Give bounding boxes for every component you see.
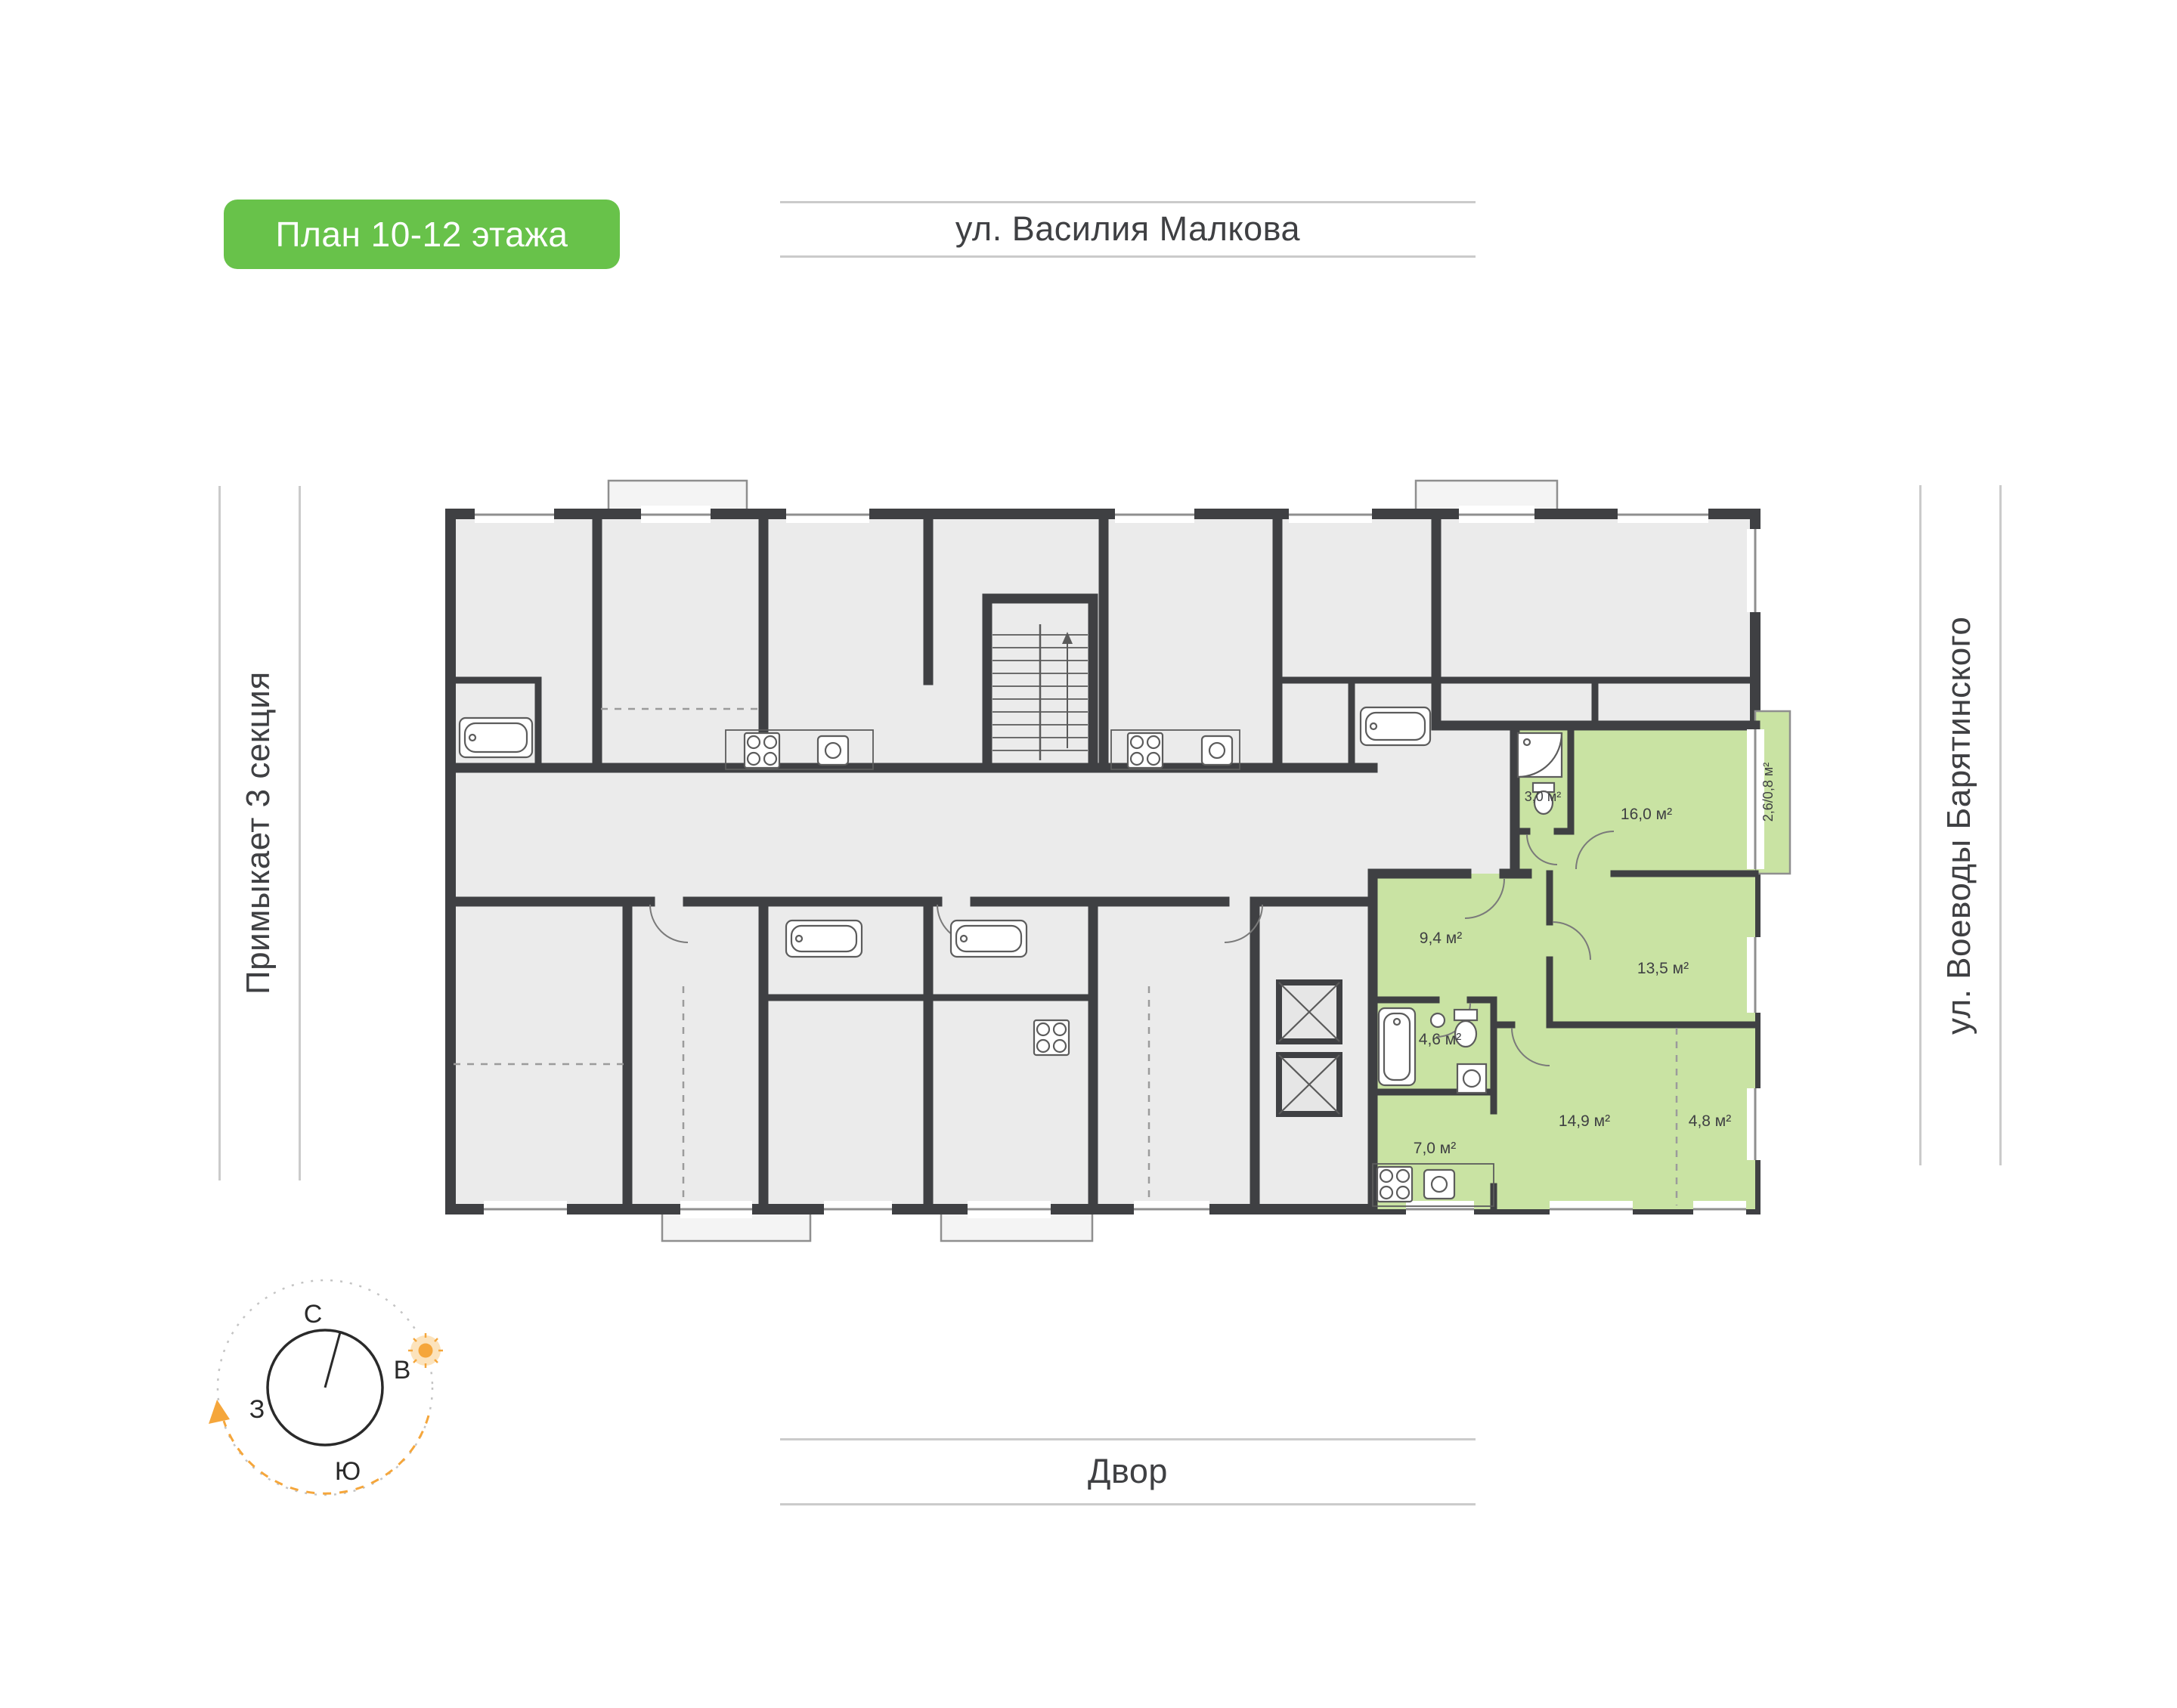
kitchen-counter [1110, 729, 1240, 770]
yard-label: Двор [1088, 1452, 1168, 1490]
dashed-dividers [454, 707, 1678, 1205]
street-right-line-inner [1919, 485, 1922, 1165]
sun-icon [405, 1330, 446, 1371]
stairwell [982, 593, 1098, 773]
stove-icon [1033, 1019, 1070, 1057]
room-area-label: 13,5 м² [1637, 960, 1689, 977]
room-area-label: 4,8 м² [1689, 1112, 1731, 1130]
compass-east: В [394, 1356, 411, 1385]
sink-icon [1423, 1168, 1456, 1200]
plan-title-badge: План 10-12 этажа [224, 200, 620, 269]
compass-west: З [249, 1395, 265, 1424]
windows [475, 506, 1764, 1218]
compass-south: Ю [335, 1457, 361, 1486]
stove-icon [743, 732, 781, 769]
room-area-label: 7,0 м² [1414, 1140, 1456, 1157]
bathtub-icon [1377, 1007, 1417, 1087]
stove-icon [1126, 732, 1164, 769]
kitchen-counter [725, 729, 874, 770]
bathtub-icon [1359, 706, 1432, 747]
yard-line-lower [780, 1503, 1476, 1505]
room-area-label: 3,0 м² [1525, 789, 1561, 804]
sink-icon [816, 735, 850, 766]
bathtub-icon [785, 919, 863, 958]
section-left-line-inner [299, 486, 301, 1180]
room-area-label: 14,9 м² [1559, 1112, 1610, 1130]
compass-north: С [304, 1300, 323, 1329]
bathtub-icon [458, 716, 534, 759]
toilet-icon [1453, 1008, 1479, 1048]
fixtures [458, 706, 1563, 1207]
washing-machine-icon [1456, 1063, 1488, 1094]
street-top-label: ул. Василия Малкова [955, 209, 1301, 248]
plan-title: План 10-12 этажа [275, 215, 568, 254]
compass-needle [324, 1332, 342, 1388]
section-left-line-outer [218, 486, 221, 1180]
street-right-line-outer [1999, 485, 2002, 1165]
yard-line-upper [780, 1438, 1476, 1440]
room-area-label: 4,6 м² [1419, 1031, 1461, 1048]
sink-icon [1200, 735, 1234, 766]
arc-arrowhead [209, 1400, 230, 1424]
street-top-line-lower [780, 255, 1476, 258]
room-labels: 3,0 м² 16,0 м² 2,6/0,8 м² 9,4 м² 13,5 м²… [1414, 763, 1776, 1157]
elevator-shafts [1276, 979, 1342, 1117]
sun-path-arc [222, 1415, 430, 1495]
toilet-icon [1531, 781, 1556, 815]
room-area-label: 16,0 м² [1621, 806, 1672, 823]
stove-icon [1376, 1165, 1414, 1203]
door-arcs [649, 831, 1615, 1066]
bathtub-icon [949, 919, 1028, 958]
room-area-label: 9,4 м² [1420, 930, 1462, 947]
room-area-label: 2,6/0,8 м² [1760, 763, 1776, 822]
kitchen-counter [1372, 1163, 1494, 1207]
shower-icon [1516, 732, 1563, 778]
compass-icon: С В Ю З [209, 1279, 446, 1496]
street-top-line-upper [780, 201, 1476, 203]
sink-icon [1429, 1012, 1446, 1029]
